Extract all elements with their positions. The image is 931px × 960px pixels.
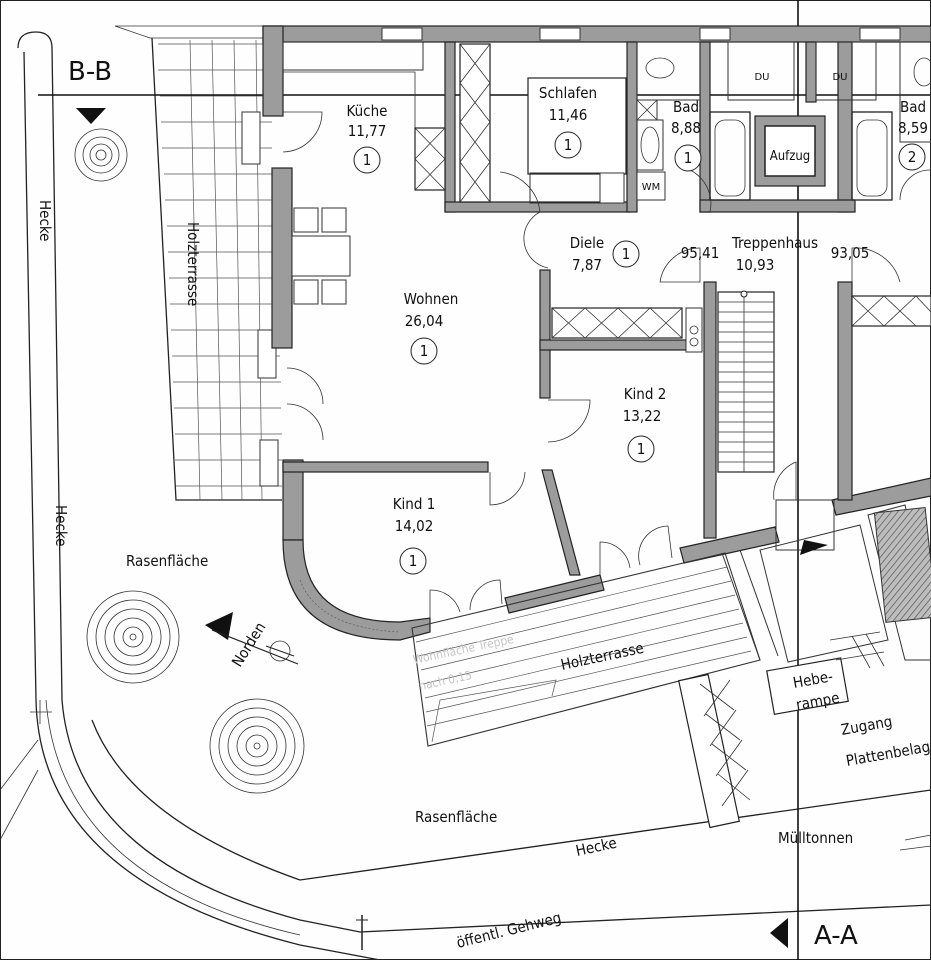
diele-name: Diele: [570, 234, 605, 252]
gate-post: [356, 915, 368, 950]
section-bb-label: B-B: [68, 57, 112, 87]
kind1-unit: 1: [409, 552, 418, 570]
bad1-name: Bad: [673, 98, 699, 116]
section-aa-label: A-A: [814, 921, 858, 951]
wohnen-name: Wohnen: [404, 290, 459, 308]
diele-unit: 1: [622, 245, 631, 263]
zugang-label-1: Zugang: [840, 712, 894, 739]
wohnen-area: 26,04: [405, 312, 444, 330]
elevator: [764, 125, 816, 177]
diele-area: 7,87: [572, 256, 602, 274]
staircase: [659, 247, 901, 551]
kind1-name: Kind 1: [393, 495, 436, 513]
muelltonnen-label: Mülltonnen: [778, 829, 853, 847]
kind1-area: 14,02: [395, 517, 434, 535]
bad2-unit: 2: [908, 148, 917, 166]
tree-1: [74, 128, 128, 182]
schlafen-area: 11,46: [549, 106, 588, 124]
tree-3: [209, 698, 305, 794]
schlafen-name: Schlafen: [539, 84, 597, 102]
bath-left: [636, 41, 795, 213]
bed: [527, 77, 627, 204]
rasen-label-1: Rasenfläche: [126, 552, 208, 570]
upper-terrace-boards: [158, 39, 282, 501]
door-swings: [429, 399, 673, 618]
norden-label: Norden: [228, 619, 269, 670]
level-right: 93,05: [831, 244, 870, 262]
aufzug-label: Aufzug: [770, 149, 811, 164]
kueche-area: 11,77: [348, 122, 387, 140]
wm-label: WM: [642, 182, 661, 193]
du-right-label: DU: [832, 72, 847, 83]
level-left: 95,41: [681, 244, 720, 262]
kitchen-fixtures: [282, 41, 549, 441]
zugang-label-2: Plattenbelag: [845, 737, 931, 769]
tree-2: [86, 590, 180, 684]
du-left-label: DU: [754, 72, 769, 83]
kind2-area: 13,22: [623, 407, 662, 425]
gehweg-label: öffentl. Gehweg: [455, 908, 563, 951]
wohnen-unit: 1: [420, 342, 429, 360]
bad2-name: Bad: [900, 98, 926, 116]
treppenhaus-area: 10,93: [736, 256, 775, 274]
wardrobes: [551, 295, 931, 353]
bad1-unit: 1: [684, 149, 693, 167]
section-aa-arrow: [770, 918, 788, 948]
bath-right: [815, 41, 931, 201]
north-arrow: [205, 612, 299, 665]
kueche-name: Küche: [347, 102, 388, 120]
faint-note-1: Wohnfläche Treppe: [412, 632, 516, 667]
kind2-name: Kind 2: [624, 385, 667, 403]
faint-note-2: nach 0,15: [418, 668, 473, 693]
unit-markers: [353, 131, 926, 575]
hecke-label-3: Hecke: [574, 834, 618, 860]
treppenhaus-name: Treppenhaus: [731, 234, 818, 252]
schlafen-unit: 1: [564, 136, 573, 154]
hedge-lines: [0, 31, 931, 960]
ramp-area: [678, 504, 931, 851]
section-bb-arrow: [76, 108, 106, 124]
kind2-unit: 1: [637, 440, 646, 458]
lower-terrace: [411, 549, 779, 747]
kueche-unit: 1: [363, 151, 372, 169]
hecke-label-2: Hecke: [52, 505, 70, 546]
bad2-area: 8,59: [898, 119, 928, 137]
bad1-area: 8,88: [671, 119, 701, 137]
rasen-label-2: Rasenfläche: [415, 808, 497, 826]
upper-terrace: [114, 25, 282, 501]
holzterrasse-label-1: Holzterrasse: [184, 222, 202, 306]
hecke-label-1: Hecke: [36, 200, 54, 241]
holzterrasse-label-2: Holzterrasse: [559, 639, 645, 674]
